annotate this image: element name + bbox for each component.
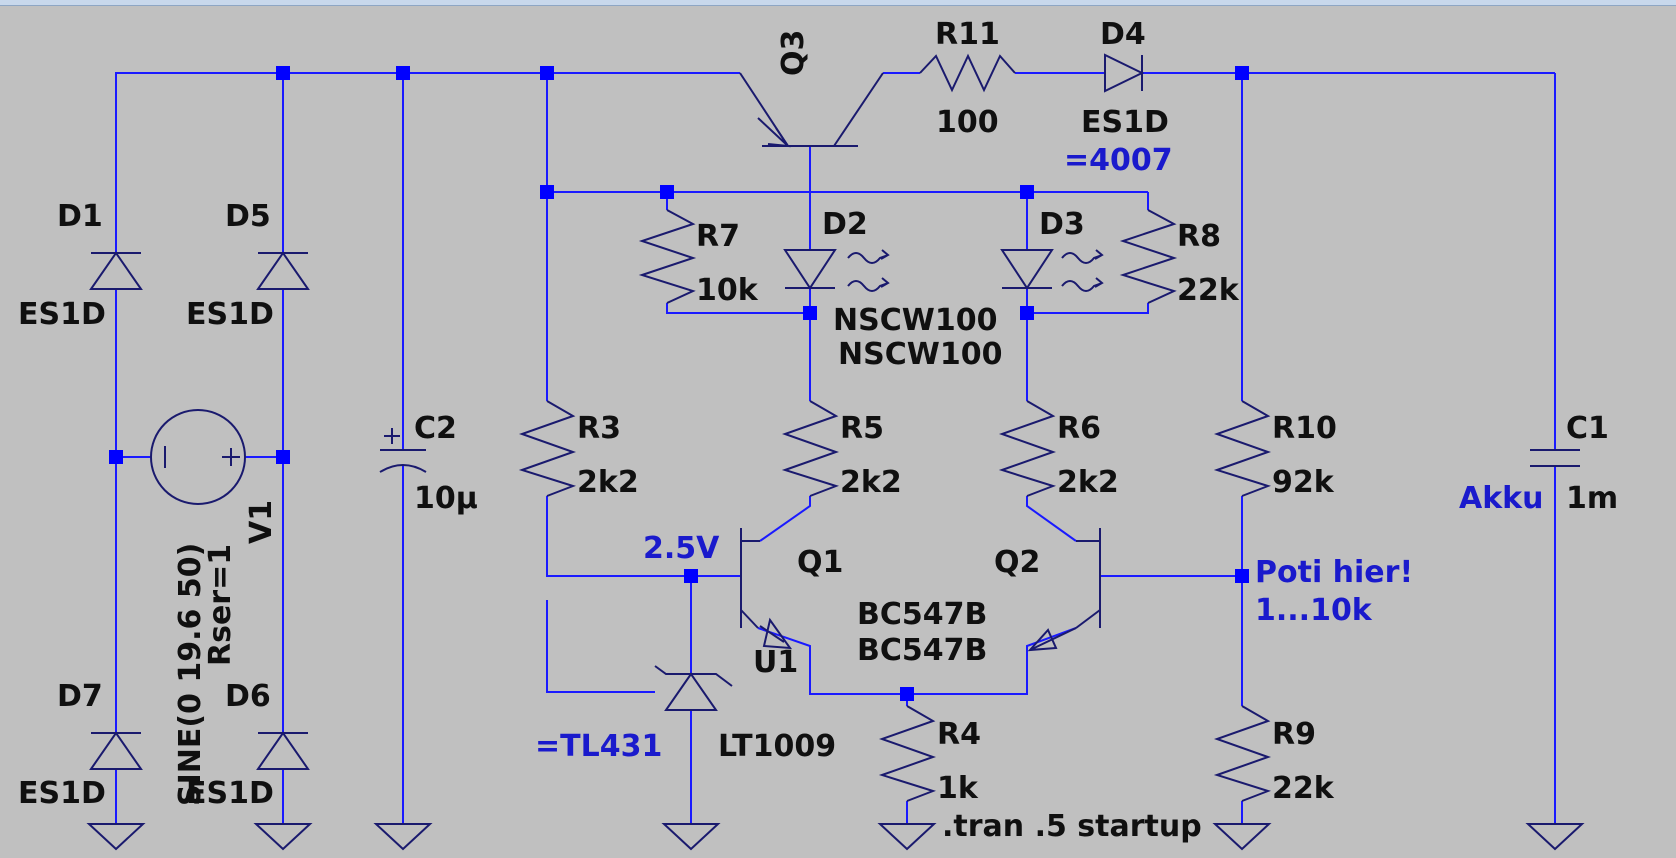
d3-value-label: NSCW100: [838, 337, 1002, 372]
resistor-r5-symbol[interactable]: [781, 400, 840, 497]
r7-ref-label: R7: [696, 219, 740, 254]
resistor-r3-symbol[interactable]: [518, 400, 577, 497]
poti-net-label: Poti hier!: [1255, 555, 1413, 590]
r5-value-label: 2k2: [840, 465, 902, 500]
voltage-source-v1-symbol[interactable]: [150, 409, 246, 505]
r8-value-label: 22k: [1177, 273, 1240, 308]
c1-value-label: 1m: [1566, 481, 1618, 516]
transistor-q2-symbol[interactable]: [1027, 528, 1101, 652]
d5-value-label: ES1D: [186, 297, 274, 332]
r8-ref-label: R8: [1177, 219, 1221, 254]
resistor-r8-symbol[interactable]: [1119, 209, 1178, 304]
v1-ref-label: V1: [244, 500, 279, 544]
q2-ref-label: Q2: [994, 545, 1040, 580]
d2-value-label: NSCW100: [833, 303, 997, 338]
diode-d1-symbol[interactable]: [89, 251, 143, 290]
diode-d7-symbol[interactable]: [89, 731, 143, 770]
resistor-r4-symbol[interactable]: [878, 705, 937, 802]
r11-value-label: 100: [936, 105, 999, 140]
r9-value-label: 22k: [1272, 771, 1335, 806]
resistor-r9-symbol[interactable]: [1213, 705, 1272, 802]
d1-ref-label: D1: [57, 199, 103, 234]
d6-value-label: ES1D: [186, 776, 274, 811]
r3-value-label: 2k2: [577, 465, 639, 500]
junctions: [109, 66, 1249, 701]
q3-ref-label: Q3: [776, 30, 811, 76]
d5-ref-label: D5: [225, 199, 271, 234]
schematic-canvas[interactable]: D1 ES1D D5 ES1D D7 ES1D D6 ES1D V1 SINE(…: [0, 6, 1676, 858]
d4-value-label: ES1D: [1081, 105, 1169, 140]
c1-ref-label: C1: [1566, 411, 1609, 446]
d3-ref-label: D3: [1039, 207, 1085, 242]
ground-symbols: [86, 823, 1585, 851]
r10-ref-label: R10: [1272, 411, 1337, 446]
d4-ref-label: D4: [1100, 17, 1146, 52]
resistor-r10-symbol[interactable]: [1213, 400, 1272, 497]
r9-ref-label: R9: [1272, 717, 1316, 752]
transistor-q1-symbol[interactable]: [740, 528, 793, 650]
r3-ref-label: R3: [577, 411, 621, 446]
d6-ref-label: D6: [225, 679, 271, 714]
v1-value-label: SINE(0 19.6 50): [173, 543, 208, 806]
d2-ref-label: D2: [822, 207, 868, 242]
wires: [115, 72, 1556, 824]
u1-note-label: =TL431: [535, 729, 662, 764]
r4-ref-label: R4: [937, 717, 981, 752]
resistor-r11-symbol[interactable]: [919, 53, 1016, 93]
resistor-r6-symbol[interactable]: [998, 400, 1057, 497]
d7-ref-label: D7: [57, 679, 103, 714]
r5-ref-label: R5: [840, 411, 884, 446]
capacitor-c2-symbol[interactable]: [379, 428, 427, 473]
diode-d4-symbol[interactable]: [1104, 53, 1145, 93]
diode-d5-symbol[interactable]: [256, 251, 310, 290]
led-d3-symbol[interactable]: [1000, 249, 1104, 292]
d4-note-label: =4007: [1064, 143, 1173, 178]
c1-note-label: Akku: [1459, 481, 1543, 516]
spice-directive[interactable]: .tran .5 startup: [942, 809, 1202, 844]
u1-value-label: LT1009: [718, 729, 836, 764]
r10-value-label: 92k: [1272, 465, 1335, 500]
shunt-reference-u1-symbol[interactable]: [654, 665, 733, 711]
diode-d6-symbol[interactable]: [256, 731, 310, 770]
r7-value-label: 10k: [696, 273, 759, 308]
vref-net-label: 2.5V: [643, 531, 720, 566]
poti-range-label: 1...10k: [1255, 593, 1373, 628]
q1-ref-label: Q1: [797, 545, 843, 580]
q1-value-label: BC547B: [857, 597, 987, 632]
r11-ref-label: R11: [935, 17, 1000, 52]
resistor-r7-symbol[interactable]: [638, 209, 697, 304]
c2-ref-label: C2: [414, 411, 457, 446]
r4-value-label: 1k: [937, 771, 979, 806]
r6-ref-label: R6: [1057, 411, 1101, 446]
led-d2-symbol[interactable]: [783, 249, 890, 292]
c2-value-label: 10µ: [414, 481, 478, 516]
d7-value-label: ES1D: [18, 776, 106, 811]
capacitor-c1-symbol[interactable]: [1530, 449, 1580, 467]
u1-ref-label: U1: [753, 645, 798, 680]
transistor-q3-symbol[interactable]: [739, 72, 884, 148]
q2-value-label: BC547B: [857, 633, 987, 668]
d1-value-label: ES1D: [18, 297, 106, 332]
r6-value-label: 2k2: [1057, 465, 1119, 500]
window-title-bar: [0, 0, 1676, 6]
v1-param-label: Rser=1: [203, 544, 238, 666]
